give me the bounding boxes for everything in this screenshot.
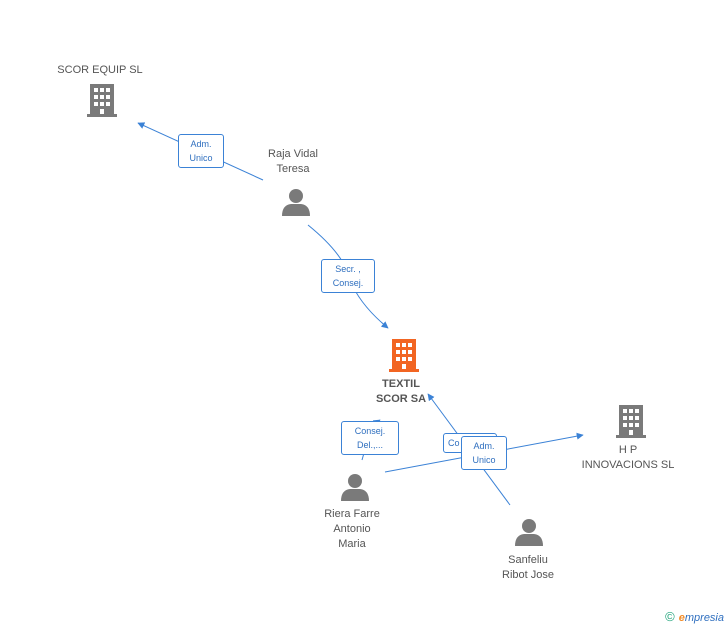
node-label-riera-farre[interactable]: Riera Farre Antonio Maria bbox=[324, 508, 380, 550]
relation-label-consej-del: Consej. Del.,... bbox=[341, 421, 399, 455]
person-icon[interactable] bbox=[341, 474, 369, 501]
brand-name: mpresia bbox=[684, 612, 724, 624]
relation-label-adm-unico: Adm. Unico bbox=[178, 134, 224, 168]
building-icon[interactable] bbox=[616, 405, 646, 438]
building-icon[interactable] bbox=[87, 84, 117, 117]
node-label-scor-equip[interactable]: SCOR EQUIP SL bbox=[57, 64, 143, 76]
node-label-textil-scor[interactable]: TEXTIL SCOR SA bbox=[375, 378, 427, 405]
node-label-sanfeliu[interactable]: Sanfeliu Ribot Jose bbox=[502, 554, 554, 581]
relation-label-secr-consej: Secr. , Consej. bbox=[321, 259, 375, 293]
person-icon[interactable] bbox=[515, 519, 543, 546]
relation-label-adm-unico-hp: Adm. Unico bbox=[461, 436, 507, 470]
person-icon[interactable] bbox=[282, 189, 310, 216]
empresia-watermark: ©empresia bbox=[665, 609, 724, 624]
building-icon[interactable] bbox=[389, 339, 419, 372]
node-label-hp-innovacions[interactable]: H P INNOVACIONS SL bbox=[581, 444, 675, 471]
node-label-raja-vidal[interactable]: Raja Vidal Teresa bbox=[268, 148, 318, 175]
brand-initial: e bbox=[678, 612, 685, 624]
copyright-icon: © bbox=[665, 609, 675, 624]
